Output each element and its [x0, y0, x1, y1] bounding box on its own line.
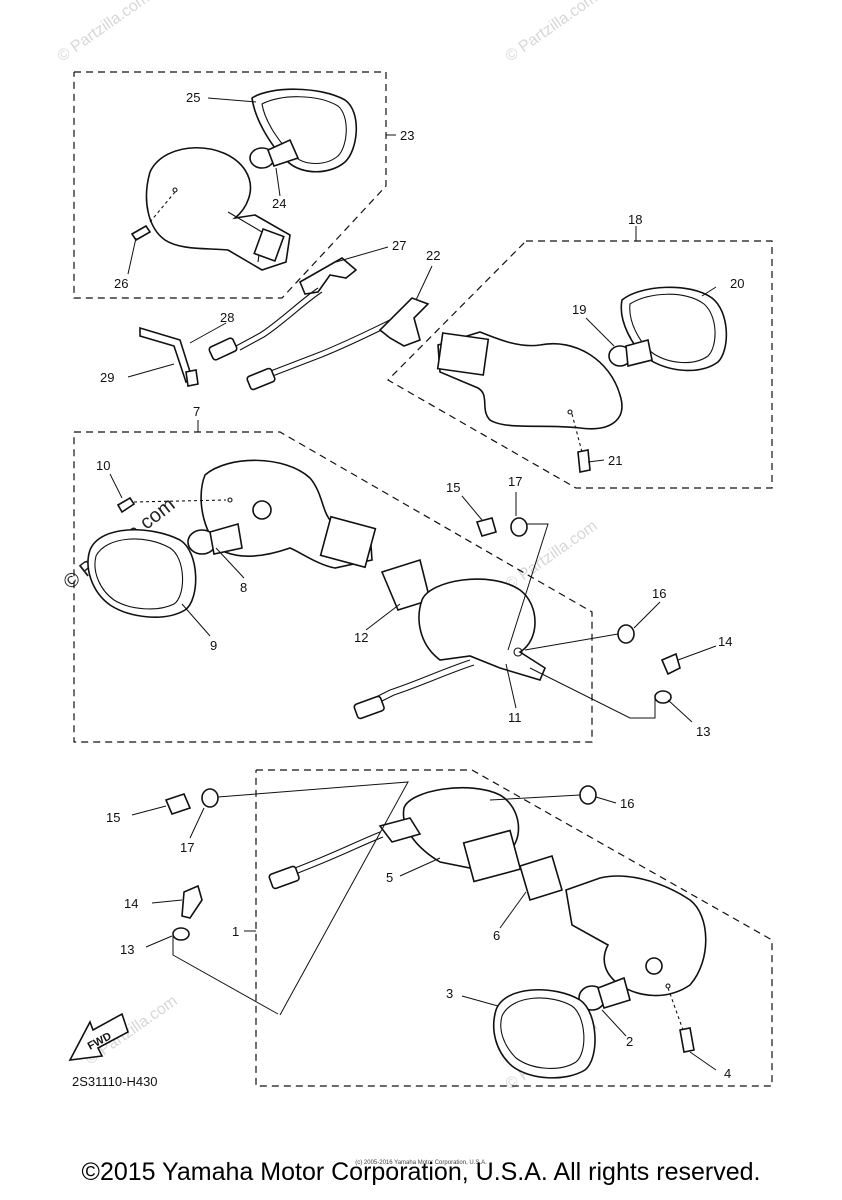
callout-9: 9 — [210, 638, 217, 653]
callout-20: 20 — [730, 276, 744, 291]
socket — [319, 515, 377, 569]
assembly-23 — [73, 71, 387, 299]
callout-14: 14 — [124, 896, 138, 911]
callout-29: 29 — [100, 370, 114, 385]
watermark-text: © Partzilla.com — [55, 0, 153, 65]
hardware-lower — [164, 781, 597, 1016]
callout-27: 27 — [392, 238, 406, 253]
callout-6: 6 — [493, 928, 500, 943]
stay-11 — [418, 578, 546, 681]
callout-1: 1 — [232, 924, 239, 939]
callout-23: 23 — [400, 128, 414, 143]
callout-14: 14 — [718, 634, 732, 649]
callout-24: 24 — [272, 196, 286, 211]
socket — [436, 332, 490, 376]
callout-5: 5 — [386, 870, 393, 885]
callout-25: 25 — [186, 90, 200, 105]
callout-19: 19 — [572, 302, 586, 317]
nut-13 — [172, 927, 190, 941]
callout-15: 15 — [446, 480, 460, 495]
socket — [462, 829, 522, 883]
collar-17 — [510, 517, 528, 537]
callout-17: 17 — [508, 474, 522, 489]
connector — [208, 337, 238, 361]
bolt-15 — [164, 793, 192, 815]
bolt-15 — [475, 517, 497, 537]
callout-16: 16 — [620, 796, 634, 811]
assembly-1 — [255, 769, 773, 1087]
lens-9 — [87, 528, 197, 618]
wire-harness-upper — [139, 287, 430, 391]
assembly-1-outline — [255, 769, 773, 1087]
callout-12: 12 — [354, 630, 368, 645]
callout-4: 4 — [724, 1066, 731, 1081]
assembly-18-outline — [387, 240, 773, 489]
callout-10: 10 — [96, 458, 110, 473]
callout-13: 13 — [120, 942, 134, 957]
turn-signal-housing-rear-left — [145, 146, 291, 271]
bracket-27 — [298, 257, 358, 295]
callout-2: 2 — [626, 1034, 633, 1049]
clamp-28 — [185, 369, 199, 387]
callout-18: 18 — [628, 212, 642, 227]
diagram-code: 2S31110-H430 — [72, 1074, 158, 1089]
grommet-16 — [579, 785, 597, 805]
callout-15: 15 — [106, 810, 120, 825]
callout-11: 11 — [508, 710, 522, 725]
assembly-7 — [73, 431, 593, 743]
bolt-14 — [181, 884, 203, 919]
turn-signal-housing-front-right — [565, 875, 707, 997]
bracket-22 — [378, 297, 430, 347]
lens-3 — [492, 988, 596, 1079]
screw-10 — [116, 496, 136, 514]
connector — [353, 695, 385, 720]
forward-direction-arrow[interactable]: FWD — [68, 1012, 129, 1061]
callout-21: 21 — [608, 453, 622, 468]
callout-26: 26 — [114, 276, 128, 291]
screw-26 — [130, 224, 152, 242]
callout-numbers: 25 23 24 26 27 18 20 19 22 28 29 21 7 10… — [96, 90, 744, 1081]
connector — [268, 865, 300, 890]
grommet-6 — [519, 854, 563, 902]
grommet-16 — [617, 624, 635, 644]
assembly-7-outline — [73, 431, 593, 743]
copyright-small: (c) 2005-2016 Yamaha Motor Corporation, … — [355, 1160, 487, 1166]
callout-3: 3 — [446, 986, 453, 1001]
screw-4 — [679, 1027, 695, 1053]
assembly-18 — [387, 240, 773, 489]
connector — [246, 367, 276, 391]
callout-8: 8 — [240, 580, 247, 595]
callout-leaders — [109, 97, 717, 1071]
socket — [253, 227, 285, 263]
copyright-notice: ©2015 Yamaha Motor Corporation, U.S.A. A… — [81, 1158, 761, 1186]
band-29 — [139, 326, 193, 384]
screw-21 — [577, 449, 591, 473]
collar-17 — [201, 788, 219, 808]
callout-28: 28 — [220, 310, 234, 325]
callout-17: 17 — [180, 840, 194, 855]
callout-22: 22 — [426, 248, 440, 263]
watermark-text: © Partzilla.com — [503, 0, 601, 65]
callout-13: 13 — [696, 724, 710, 739]
hardware-middle — [475, 517, 681, 719]
callout-16: 16 — [652, 586, 666, 601]
bolt-14 — [660, 652, 681, 676]
callout-7: 7 — [193, 404, 200, 419]
